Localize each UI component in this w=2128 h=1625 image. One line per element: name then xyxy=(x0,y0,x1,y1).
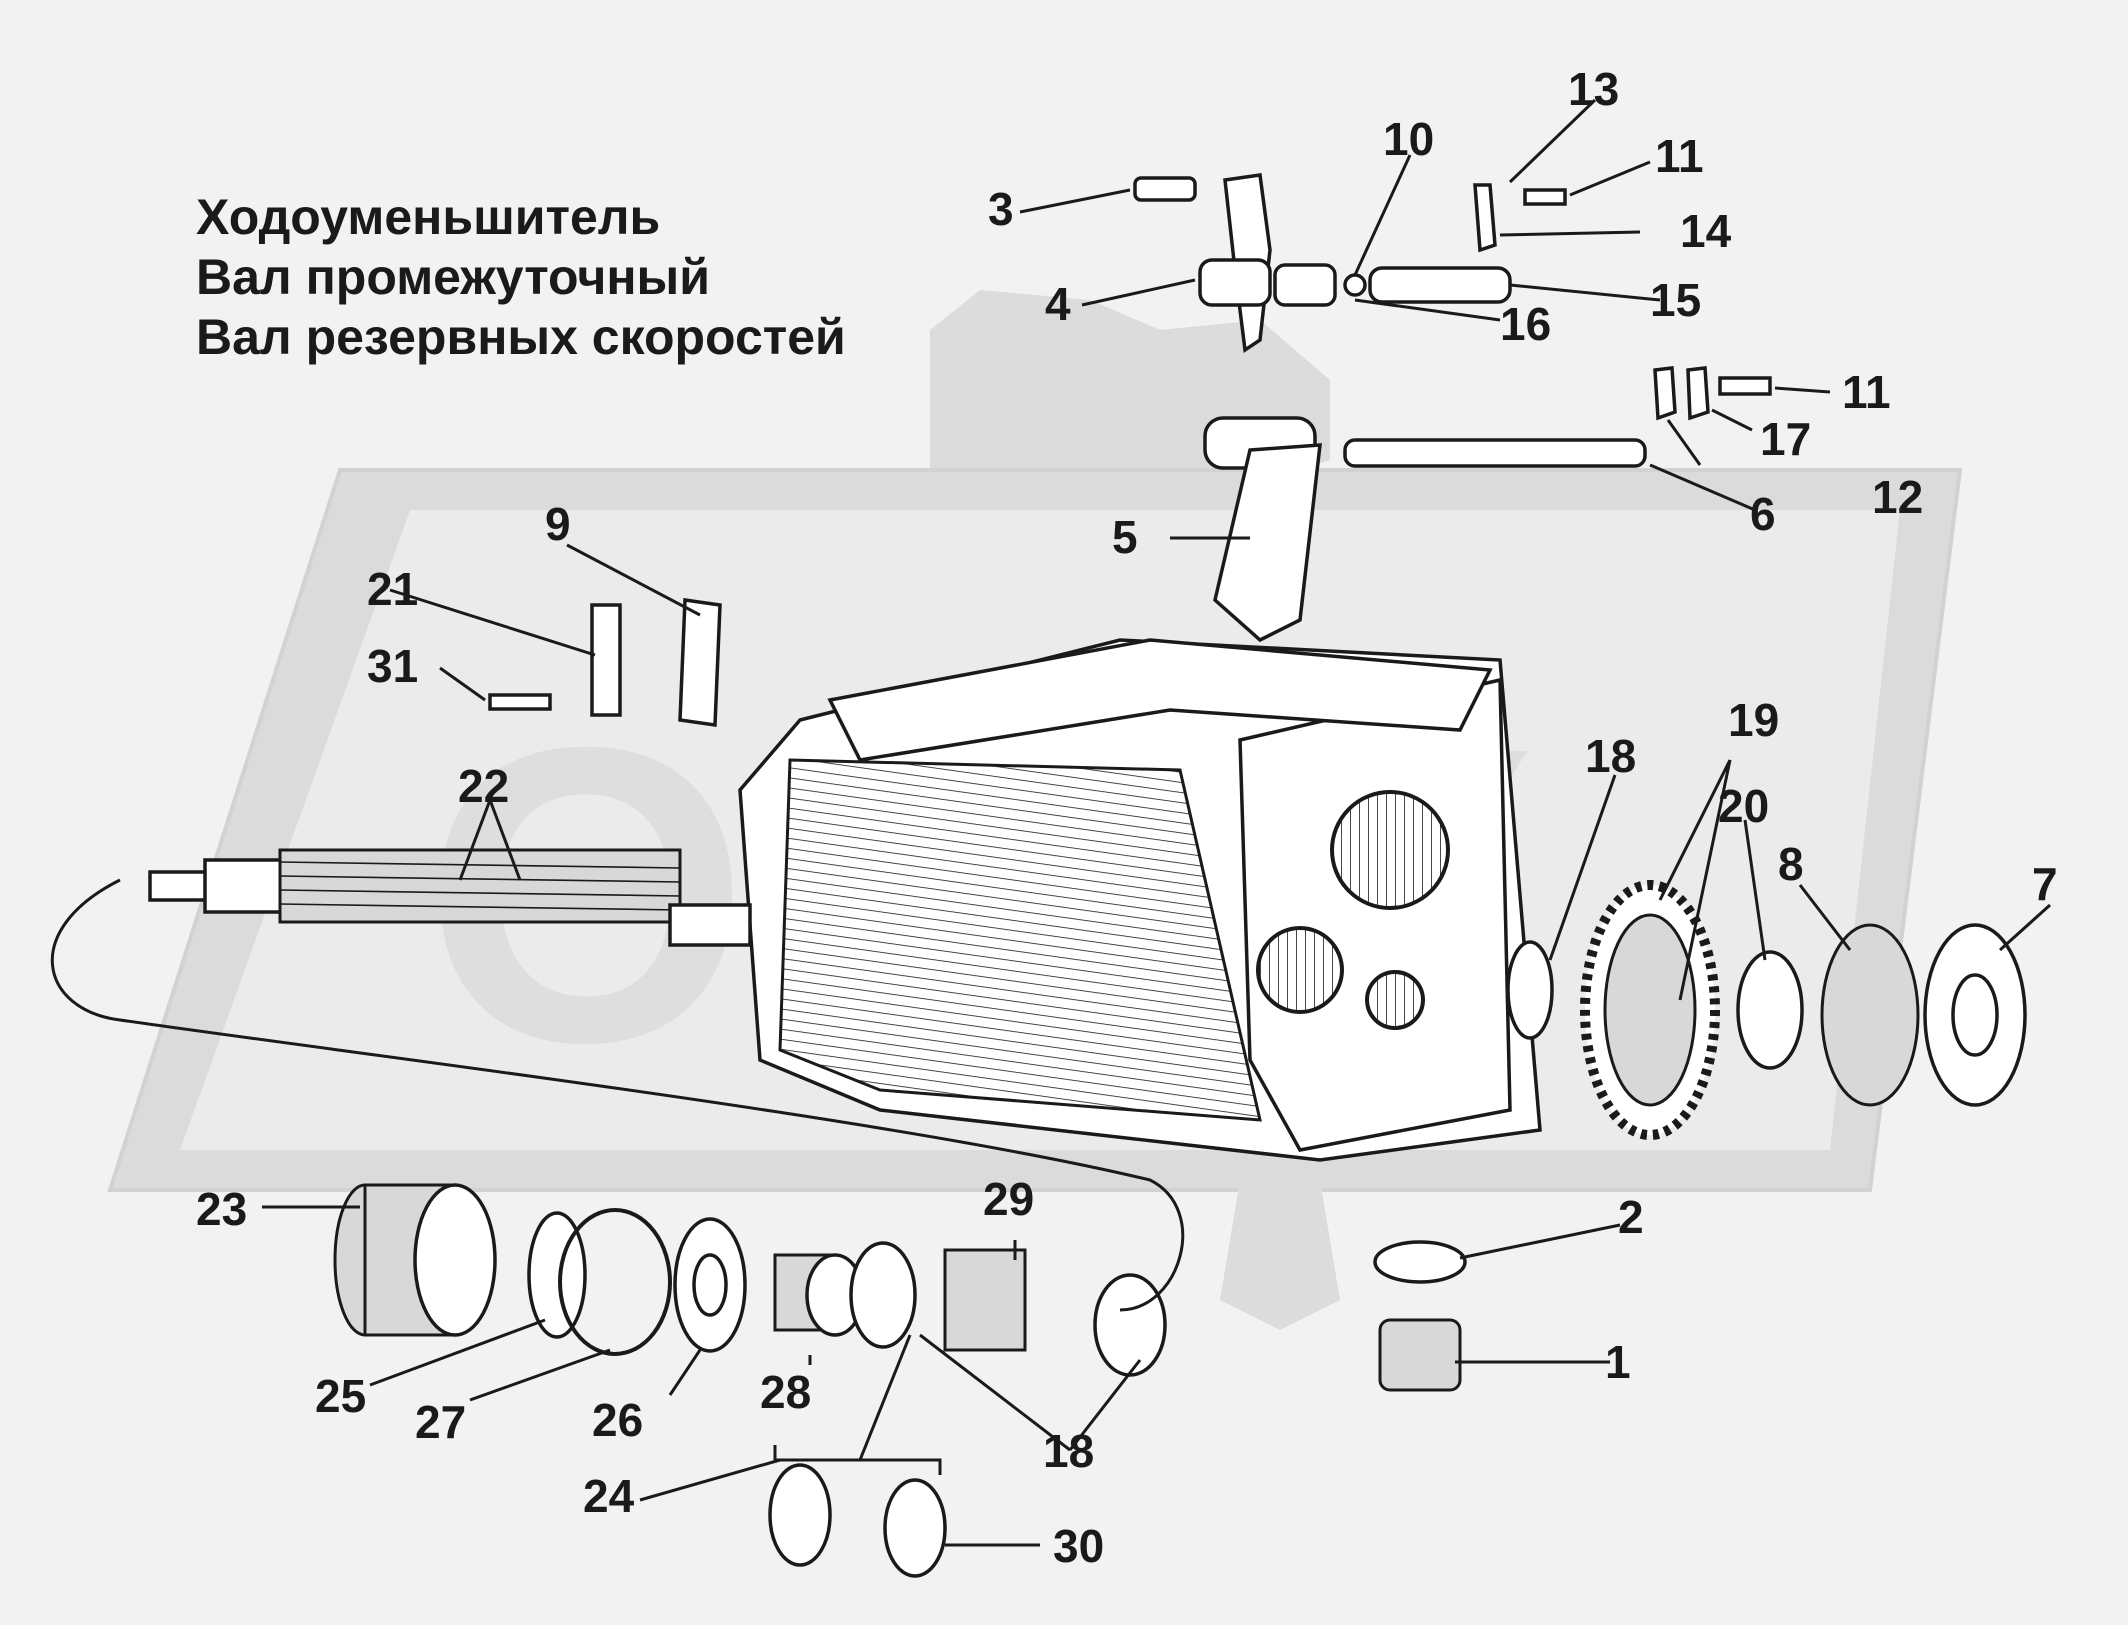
gearbox-housing xyxy=(738,638,1542,1162)
callout-9: 9 xyxy=(545,498,571,550)
callout-11-top: 11 xyxy=(1655,130,1704,182)
callout-8: 8 xyxy=(1778,838,1804,890)
callout-18-right: 18 xyxy=(1585,730,1636,782)
intermediate-shaft xyxy=(148,848,752,947)
callout-28: 28 xyxy=(760,1366,811,1418)
callout-22: 22 xyxy=(458,760,509,812)
title-line-3: Вал резервных скоростей xyxy=(196,309,846,365)
callout-21: 21 xyxy=(367,563,418,615)
callout-26: 26 xyxy=(592,1394,643,1446)
callout-17: 17 xyxy=(1760,413,1811,465)
callout-16: 16 xyxy=(1500,298,1551,350)
callout-14: 14 xyxy=(1680,205,1732,257)
title-line-2: Вал промежуточный xyxy=(196,249,710,305)
callout-11-mid: 11 xyxy=(1842,366,1891,418)
callout-31: 31 xyxy=(367,640,418,692)
callout-12: 12 xyxy=(1872,471,1923,523)
callout-6: 6 xyxy=(1750,488,1776,540)
callout-2: 2 xyxy=(1618,1191,1644,1243)
callout-labels: 1 2 3 4 5 6 7 8 9 10 11 11 12 13 14 15 1… xyxy=(196,63,2058,1572)
callout-7: 7 xyxy=(2032,858,2058,910)
callout-23: 23 xyxy=(196,1183,247,1235)
small-plates xyxy=(488,597,722,728)
callout-1: 1 xyxy=(1605,1336,1631,1388)
title-line-1: Ходоуменьшитель xyxy=(196,189,661,245)
assembly-arrow xyxy=(50,878,1185,1312)
right-gear-train xyxy=(1506,880,2027,1140)
callout-10: 10 xyxy=(1383,113,1434,165)
callout-5: 5 xyxy=(1112,511,1138,563)
callout-19: 19 xyxy=(1728,694,1779,746)
callout-27: 27 xyxy=(415,1396,466,1448)
callout-4: 4 xyxy=(1045,278,1071,330)
callout-18-bottom: 18 xyxy=(1043,1425,1094,1477)
leader-lines xyxy=(262,98,2052,1547)
callout-24: 24 xyxy=(583,1470,635,1522)
callout-20: 20 xyxy=(1718,780,1769,832)
callout-29: 29 xyxy=(983,1173,1034,1225)
lever-assembly xyxy=(1133,173,1772,643)
callout-30: 30 xyxy=(1053,1520,1104,1572)
callout-3: 3 xyxy=(988,183,1014,235)
callout-25: 25 xyxy=(315,1370,366,1422)
callout-15: 15 xyxy=(1650,274,1701,326)
callout-13: 13 xyxy=(1568,63,1619,115)
bottom-parts xyxy=(333,1183,1467,1578)
